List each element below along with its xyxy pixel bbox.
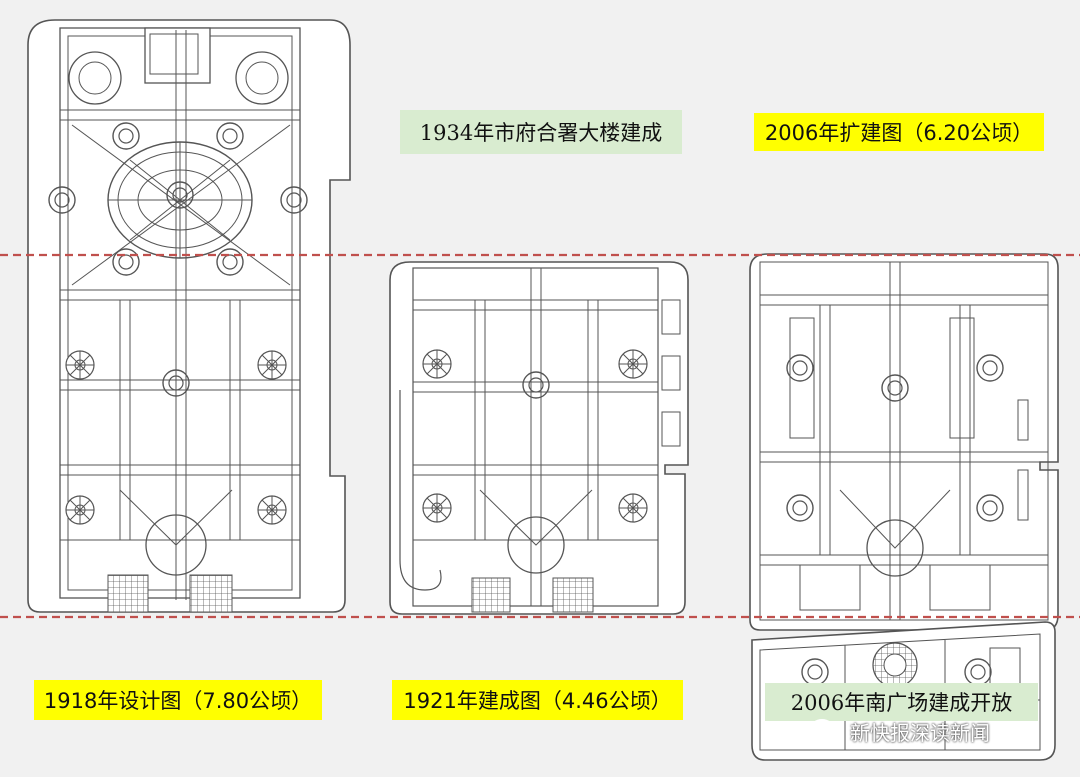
label-1934: 1934年市府合署大楼建成 <box>400 110 682 154</box>
label-2006-expansion: 2006年扩建图（6.20公顷） <box>754 113 1044 151</box>
watermark-text: 新快报深读新闻 <box>850 720 990 745</box>
plan-2006 <box>749 253 1059 631</box>
wechat-icon <box>810 719 842 743</box>
plan-1921 <box>389 261 689 615</box>
label-2006-south-plaza: 2006年南广场建成开放 <box>765 683 1038 721</box>
label-1921: 1921年建成图（4.46公顷） <box>392 680 683 720</box>
plan-1918 <box>27 19 351 613</box>
label-1918: 1918年设计图（7.80公顷） <box>34 680 322 720</box>
watermark: 新快报深读新闻 <box>808 716 990 746</box>
